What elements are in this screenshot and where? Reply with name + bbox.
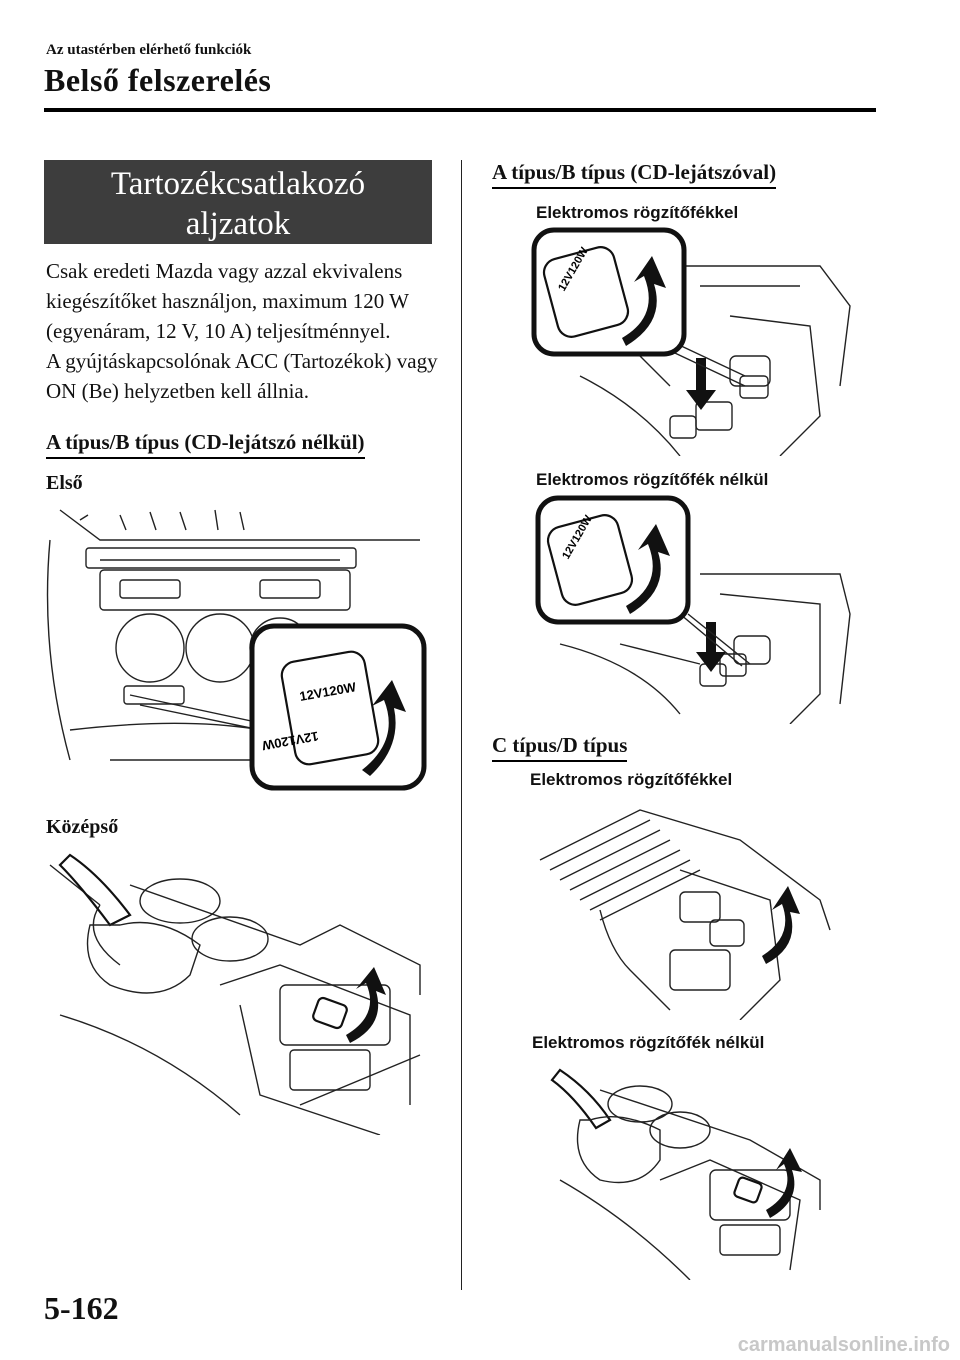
title-rule	[44, 108, 876, 112]
caption-cd-epb: Elektromos rögzítőfékkel	[530, 770, 733, 789]
page-title: Belső felszerelés	[44, 62, 272, 98]
cd-epb-illustration: 12V120W	[531, 227, 851, 456]
intro-paragraph-2: A gyújtáskapcsolónak ACC (Tartozékok) va…	[46, 349, 438, 403]
column-divider	[461, 160, 462, 1290]
front-socket-illustration: 12V120W 12V120W	[46, 509, 427, 791]
intro-paragraph-1: Csak eredeti Mazda vagy azzal ekvivalens…	[46, 259, 409, 343]
breadcrumb: Az utastérben elérhető funkciók	[46, 42, 252, 58]
page-number: 5-162	[44, 1290, 119, 1326]
watermark: carmanualsonline.info	[737, 1334, 950, 1356]
front-label: Első	[46, 472, 83, 494]
caption-cd-no-epb: Elektromos rögzítőfék nélkül	[532, 1033, 765, 1052]
center-socket-illustration	[49, 853, 421, 1135]
cd-type-no-epb-illustration	[550, 1068, 821, 1280]
subhead-ab-cd: A típus/B típus (CD-lejátszóval)	[492, 160, 777, 189]
caption-no-epb: Elektromos rögzítőfék nélkül	[536, 470, 769, 489]
cd-no-epb-illustration: 12V120W	[535, 495, 851, 724]
subhead-ab-no-cd: A típus/B típus (CD-lejátszó nélkül)	[46, 430, 365, 459]
cd-type-epb-illustration	[539, 809, 831, 1020]
subhead-cd: C típus/D típus	[492, 733, 628, 762]
center-label: Középső	[46, 816, 119, 838]
intro-text: Csak eredeti Mazda vagy azzal ekvivalens…	[46, 256, 446, 406]
section-banner-line1: Tartozékcsatlakozó	[110, 166, 366, 202]
section-banner-line2: aljzatok	[185, 206, 291, 242]
caption-epb: Elektromos rögzítőfékkel	[536, 203, 739, 222]
section-banner: Tartozékcsatlakozó aljzatok	[44, 160, 432, 244]
